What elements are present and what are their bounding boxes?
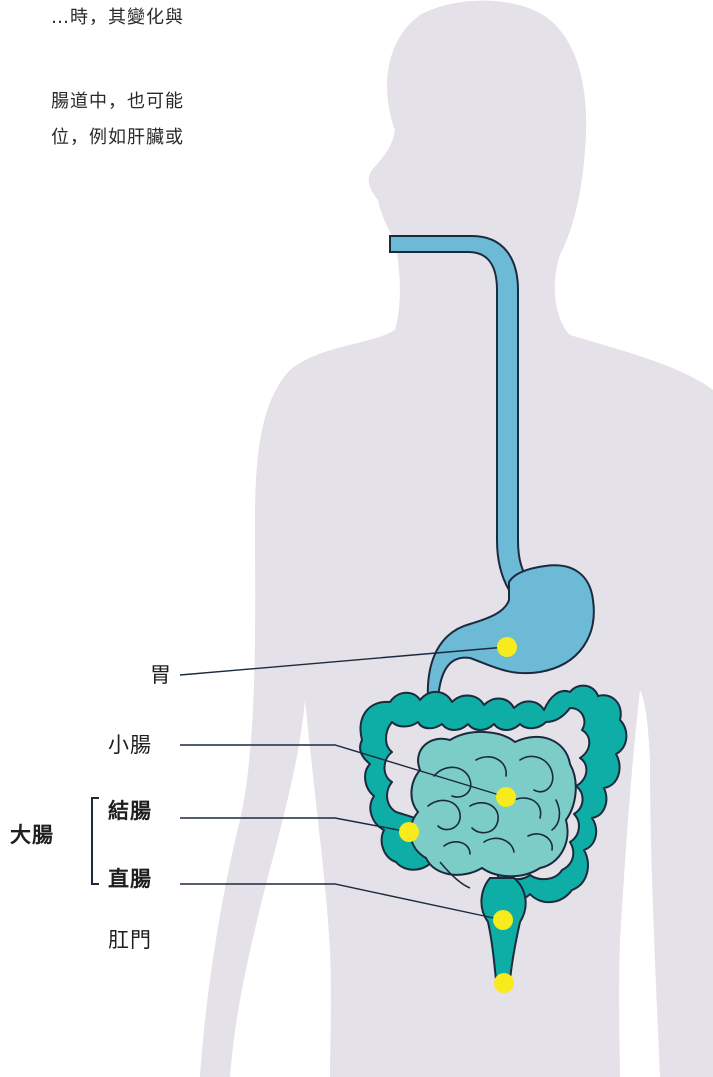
marker-colon [399,822,419,842]
marker-small-intestine [496,787,516,807]
label-stomach: 胃 [150,662,172,688]
marker-rectum [493,910,513,930]
small-intestine [410,732,575,888]
marker-anus [494,973,514,993]
label-rectum: 直腸 [108,866,152,892]
label-colon: 結腸 [108,798,152,824]
marker-stomach [497,637,517,657]
label-small-intestine: 小腸 [108,732,152,758]
large-intestine-bracket [92,798,99,884]
label-large-intestine: 大腸 [10,822,54,848]
label-anus: 肛門 [108,927,152,953]
body-silhouette [200,1,713,1077]
